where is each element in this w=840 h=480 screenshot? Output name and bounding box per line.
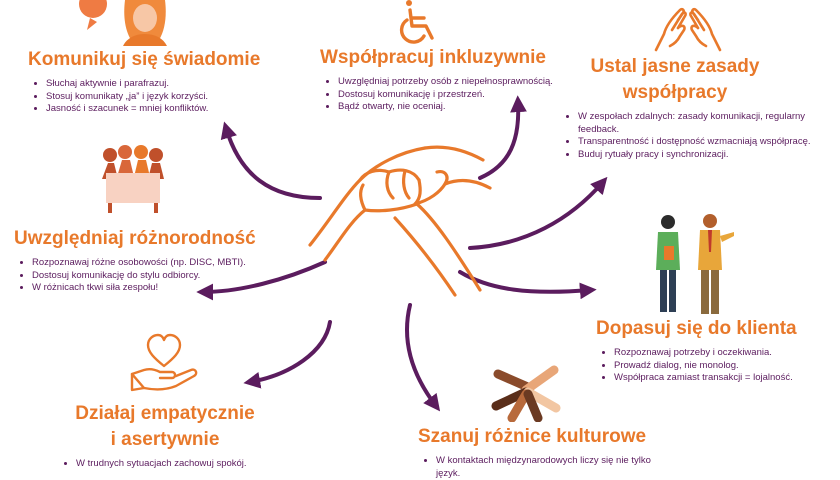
handshake-grip-icon (308, 145, 492, 297)
bullet-list: Uwzględniaj potrzeby osób z niepełnospra… (324, 76, 590, 114)
section-title: Szanuj różnice kulturowe (418, 426, 647, 447)
bullet-item: Buduj rytuały pracy i synchronizacji. (578, 149, 836, 162)
bullet-item: W kontaktach międzynarodowych liczy się … (436, 455, 676, 480)
bullet-item: Rozpoznawaj różne osobowości (np. DISC, … (32, 257, 294, 270)
arrow-to-roznorodnosc (196, 260, 327, 301)
section-komunikuj: Komunikuj się świadomie Słuchaj aktywnie… (28, 47, 298, 116)
bullet-list: Rozpoznawaj różne osobowości (np. DISC, … (18, 257, 294, 295)
bullet-list: Słuchaj aktywnie i parafrazuj. Stosuj ko… (32, 78, 298, 116)
bullet-list: Rozpoznawaj potrzeby i oczekiwania. Prow… (600, 347, 836, 385)
bullet-item: Uwzględniaj potrzeby osób z niepełnospra… (338, 76, 590, 89)
section-empatia: Działaj empatycznie i asertywnie W trudn… (50, 401, 280, 471)
arrow-to-wspolpracuj (478, 95, 527, 180)
bullet-item: Dostosuj komunikację i przestrzeń. (338, 89, 590, 102)
section-title: Uwzględniaj różnorodność (14, 228, 256, 249)
bullet-item: Rozpoznawaj potrzeby i oczekiwania. (614, 347, 836, 360)
arrow-to-kultury (405, 303, 441, 412)
section-title-line2: i asertywnie (110, 429, 220, 450)
section-wspolpracuj: Współpracuj inkluzywnie Uwzględniaj potr… (320, 45, 590, 114)
woman-portrait-icon (79, 0, 167, 46)
bullet-item: Bądź otwarty, nie oceniaj. (338, 101, 590, 114)
section-zasady: Ustal jasne zasady współpracy W zespołac… (560, 54, 835, 161)
bullet-item: Prowadź dialog, nie monolog. (614, 360, 836, 373)
bullet-item: Stosuj komunikaty „ja” i język korzyści. (46, 91, 298, 104)
bullet-item: Współpraca zamiast transakcji = lojalnoś… (614, 372, 836, 385)
stacked-hands-icon (491, 365, 561, 422)
section-title-line1: Ustal jasne zasady (590, 56, 760, 77)
bullet-list: W zespołach zdalnych: zasady komunikacji… (564, 111, 836, 161)
section-roznorodnosc: Uwzględniaj różnorodność Rozpoznawaj róż… (14, 226, 294, 295)
bullet-item: W różnicach tkwi siła zespołu! (32, 282, 294, 295)
bullet-list: W trudnych sytuacjach zachowuj spokój. (62, 458, 280, 471)
bullet-item: Dostosuj komunikację do stylu odbiorcy. (32, 270, 294, 283)
arrow-to-zasady (468, 176, 608, 250)
section-title-line2: współpracy (622, 82, 728, 103)
section-kultury: Szanuj różnice kulturowe W kontaktach mi… (418, 424, 698, 480)
section-title: Dopasuj się do klienta (596, 318, 797, 339)
section-title: Komunikuj się świadomie (28, 49, 261, 70)
arrow-to-komunikuj (220, 121, 322, 200)
bullet-item: Słuchaj aktywnie i parafrazuj. (46, 78, 298, 91)
bullet-item: Jasność i szacunek = mniej konfliktów. (46, 103, 298, 116)
bullet-item: W zespołach zdalnych: zasady komunikacji… (578, 111, 836, 136)
diverse-group-icon (102, 145, 164, 213)
bullet-list: W kontaktach międzynarodowych liczy się … (422, 455, 676, 480)
high-five-hands-icon (654, 7, 722, 52)
bullet-item: W trudnych sytuacjach zachowuj spokój. (76, 458, 280, 471)
section-title-line1: Działaj empatycznie (75, 403, 255, 424)
business-people-icon (656, 214, 734, 314)
section-klient: Dopasuj się do klienta Rozpoznawaj potrz… (596, 316, 836, 385)
section-title: Współpracuj inkluzywnie (320, 47, 546, 68)
heart-in-hand-icon (130, 333, 198, 392)
arrow-to-empatia (243, 320, 332, 389)
bullet-item: Transparentność i dostępność wzmacniają … (578, 136, 836, 149)
wheelchair-icon (399, 0, 434, 44)
